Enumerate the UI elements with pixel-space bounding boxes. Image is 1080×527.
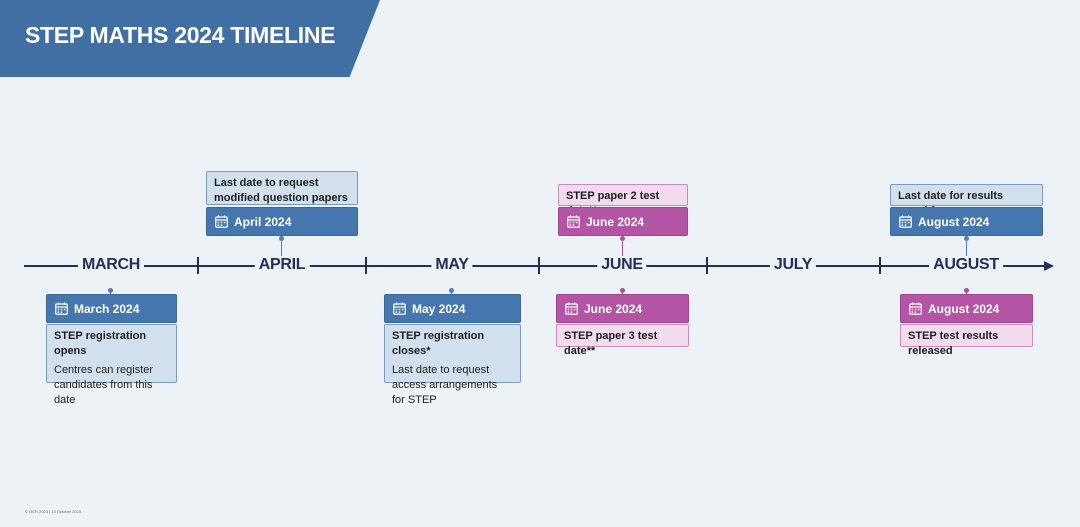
event-card-june-paper-3: STEP paper 3 test date**	[556, 324, 689, 357]
event-date-may: May 2024	[384, 294, 521, 323]
event-card-march: STEP registration opens Centres can regi…	[46, 324, 177, 406]
event-card-april: Last date to request modified question p…	[206, 171, 358, 219]
calendar-icon	[393, 302, 406, 315]
event-card-may: STEP registration closes* Last date to r…	[384, 324, 521, 406]
connector-line	[622, 292, 623, 295]
calendar-icon	[55, 302, 68, 315]
connector-dot	[108, 288, 113, 293]
connector-line	[451, 292, 452, 295]
month-divider	[538, 257, 540, 274]
event-date-label: March 2024	[74, 301, 140, 316]
month-divider	[879, 257, 881, 274]
event-description: Centres can register candidates from thi…	[54, 364, 154, 406]
month-divider	[706, 257, 708, 274]
event-title: STEP registration opens	[54, 330, 147, 357]
month-label-may: MAY	[431, 256, 473, 274]
event-date-label: June 2024	[586, 214, 645, 229]
month-label-july: JULY	[769, 256, 817, 274]
calendar-icon	[565, 302, 578, 315]
event-date-label: May 2024	[412, 301, 466, 316]
calendar-icon	[215, 215, 228, 228]
connector-line	[110, 292, 111, 295]
event-date-march: March 2024	[46, 294, 177, 323]
connector-line	[966, 292, 967, 295]
connector-dot	[279, 236, 284, 241]
footer-copyright: © OCR 2023 | 13 October 2023	[25, 509, 82, 514]
event-date-june-paper-3: June 2024	[556, 294, 689, 323]
calendar-icon	[567, 215, 580, 228]
connector-line	[622, 236, 623, 256]
month-divider	[197, 257, 199, 274]
connector-line	[966, 236, 967, 256]
month-label-june: JUNE	[597, 256, 647, 274]
event-date-august-enquiries: August 2024	[890, 207, 1043, 236]
event-date-june-paper-2: June 2024	[558, 207, 688, 236]
event-title: STEP paper 3 test date**	[564, 330, 658, 357]
event-date-label: August 2024	[918, 214, 990, 229]
event-description: Last date to request access arrangements…	[392, 364, 498, 406]
month-label-august: AUGUST	[929, 256, 1003, 274]
title-banner	[0, 0, 380, 77]
page-title: STEP MATHS 2024 TIMELINE	[25, 22, 336, 48]
event-date-august-results: August 2024	[900, 294, 1033, 323]
event-card-june-paper-2: STEP paper 2 test date**	[558, 184, 688, 217]
connector-dot	[449, 288, 454, 293]
connector-dot	[620, 236, 625, 241]
calendar-icon	[909, 302, 922, 315]
connector-dot	[620, 288, 625, 293]
event-date-april: April 2024	[206, 207, 358, 236]
event-date-label: June 2024	[584, 301, 643, 316]
event-card-august-enquiries: Last date for results enquiries	[890, 184, 1043, 217]
event-title: STEP test results released	[908, 330, 999, 357]
event-card-august-results: STEP test results released	[900, 324, 1033, 357]
timeline-axis	[24, 265, 1046, 267]
month-label-april: APRIL	[254, 256, 310, 274]
connector-dot	[964, 288, 969, 293]
month-divider	[365, 257, 367, 274]
connector-dot	[964, 236, 969, 241]
month-label-march: MARCH	[77, 256, 145, 274]
timeline-arrow-head	[1044, 261, 1054, 271]
event-date-label: April 2024	[234, 214, 292, 229]
event-date-label: August 2024	[928, 301, 1000, 316]
event-title: STEP registration closes*	[392, 330, 485, 357]
connector-line	[281, 236, 282, 256]
calendar-icon	[899, 215, 912, 228]
